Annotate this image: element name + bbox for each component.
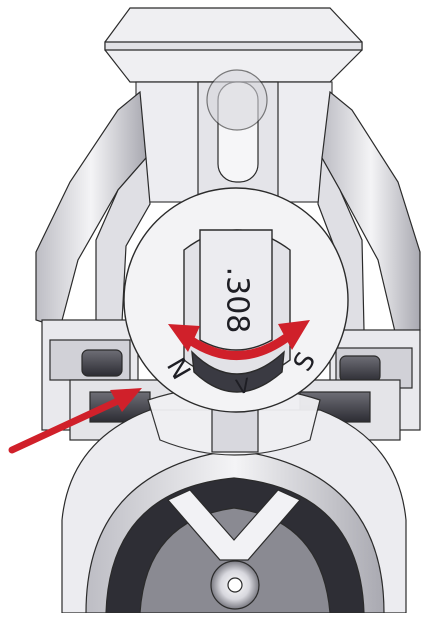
rotation-arc	[185, 333, 291, 360]
left-frame	[35, 90, 151, 431]
dial-notch	[191, 350, 285, 393]
chute-rim-band	[104, 41, 363, 51]
caliber-label: .308	[220, 267, 255, 334]
right-pin	[339, 355, 381, 383]
dial-label-plate	[199, 229, 273, 351]
caliber-dial[interactable]: .308 N V S	[123, 187, 349, 413]
rotation-arrow	[168, 320, 310, 360]
lower-bowl	[61, 409, 407, 614]
rotation-arrowhead-right	[278, 320, 310, 350]
rotor-blade	[167, 489, 301, 561]
chute-circle	[206, 69, 268, 131]
pointer-arrowhead	[110, 388, 142, 412]
pointer-arrow	[8, 388, 142, 454]
rotation-arrowhead-left	[168, 324, 200, 352]
position-middle-label: V	[234, 373, 252, 399]
left-pin	[81, 349, 123, 377]
pointer-arrow-shaft	[8, 396, 124, 454]
top-chute	[104, 7, 363, 203]
rotor-bore	[227, 577, 243, 593]
